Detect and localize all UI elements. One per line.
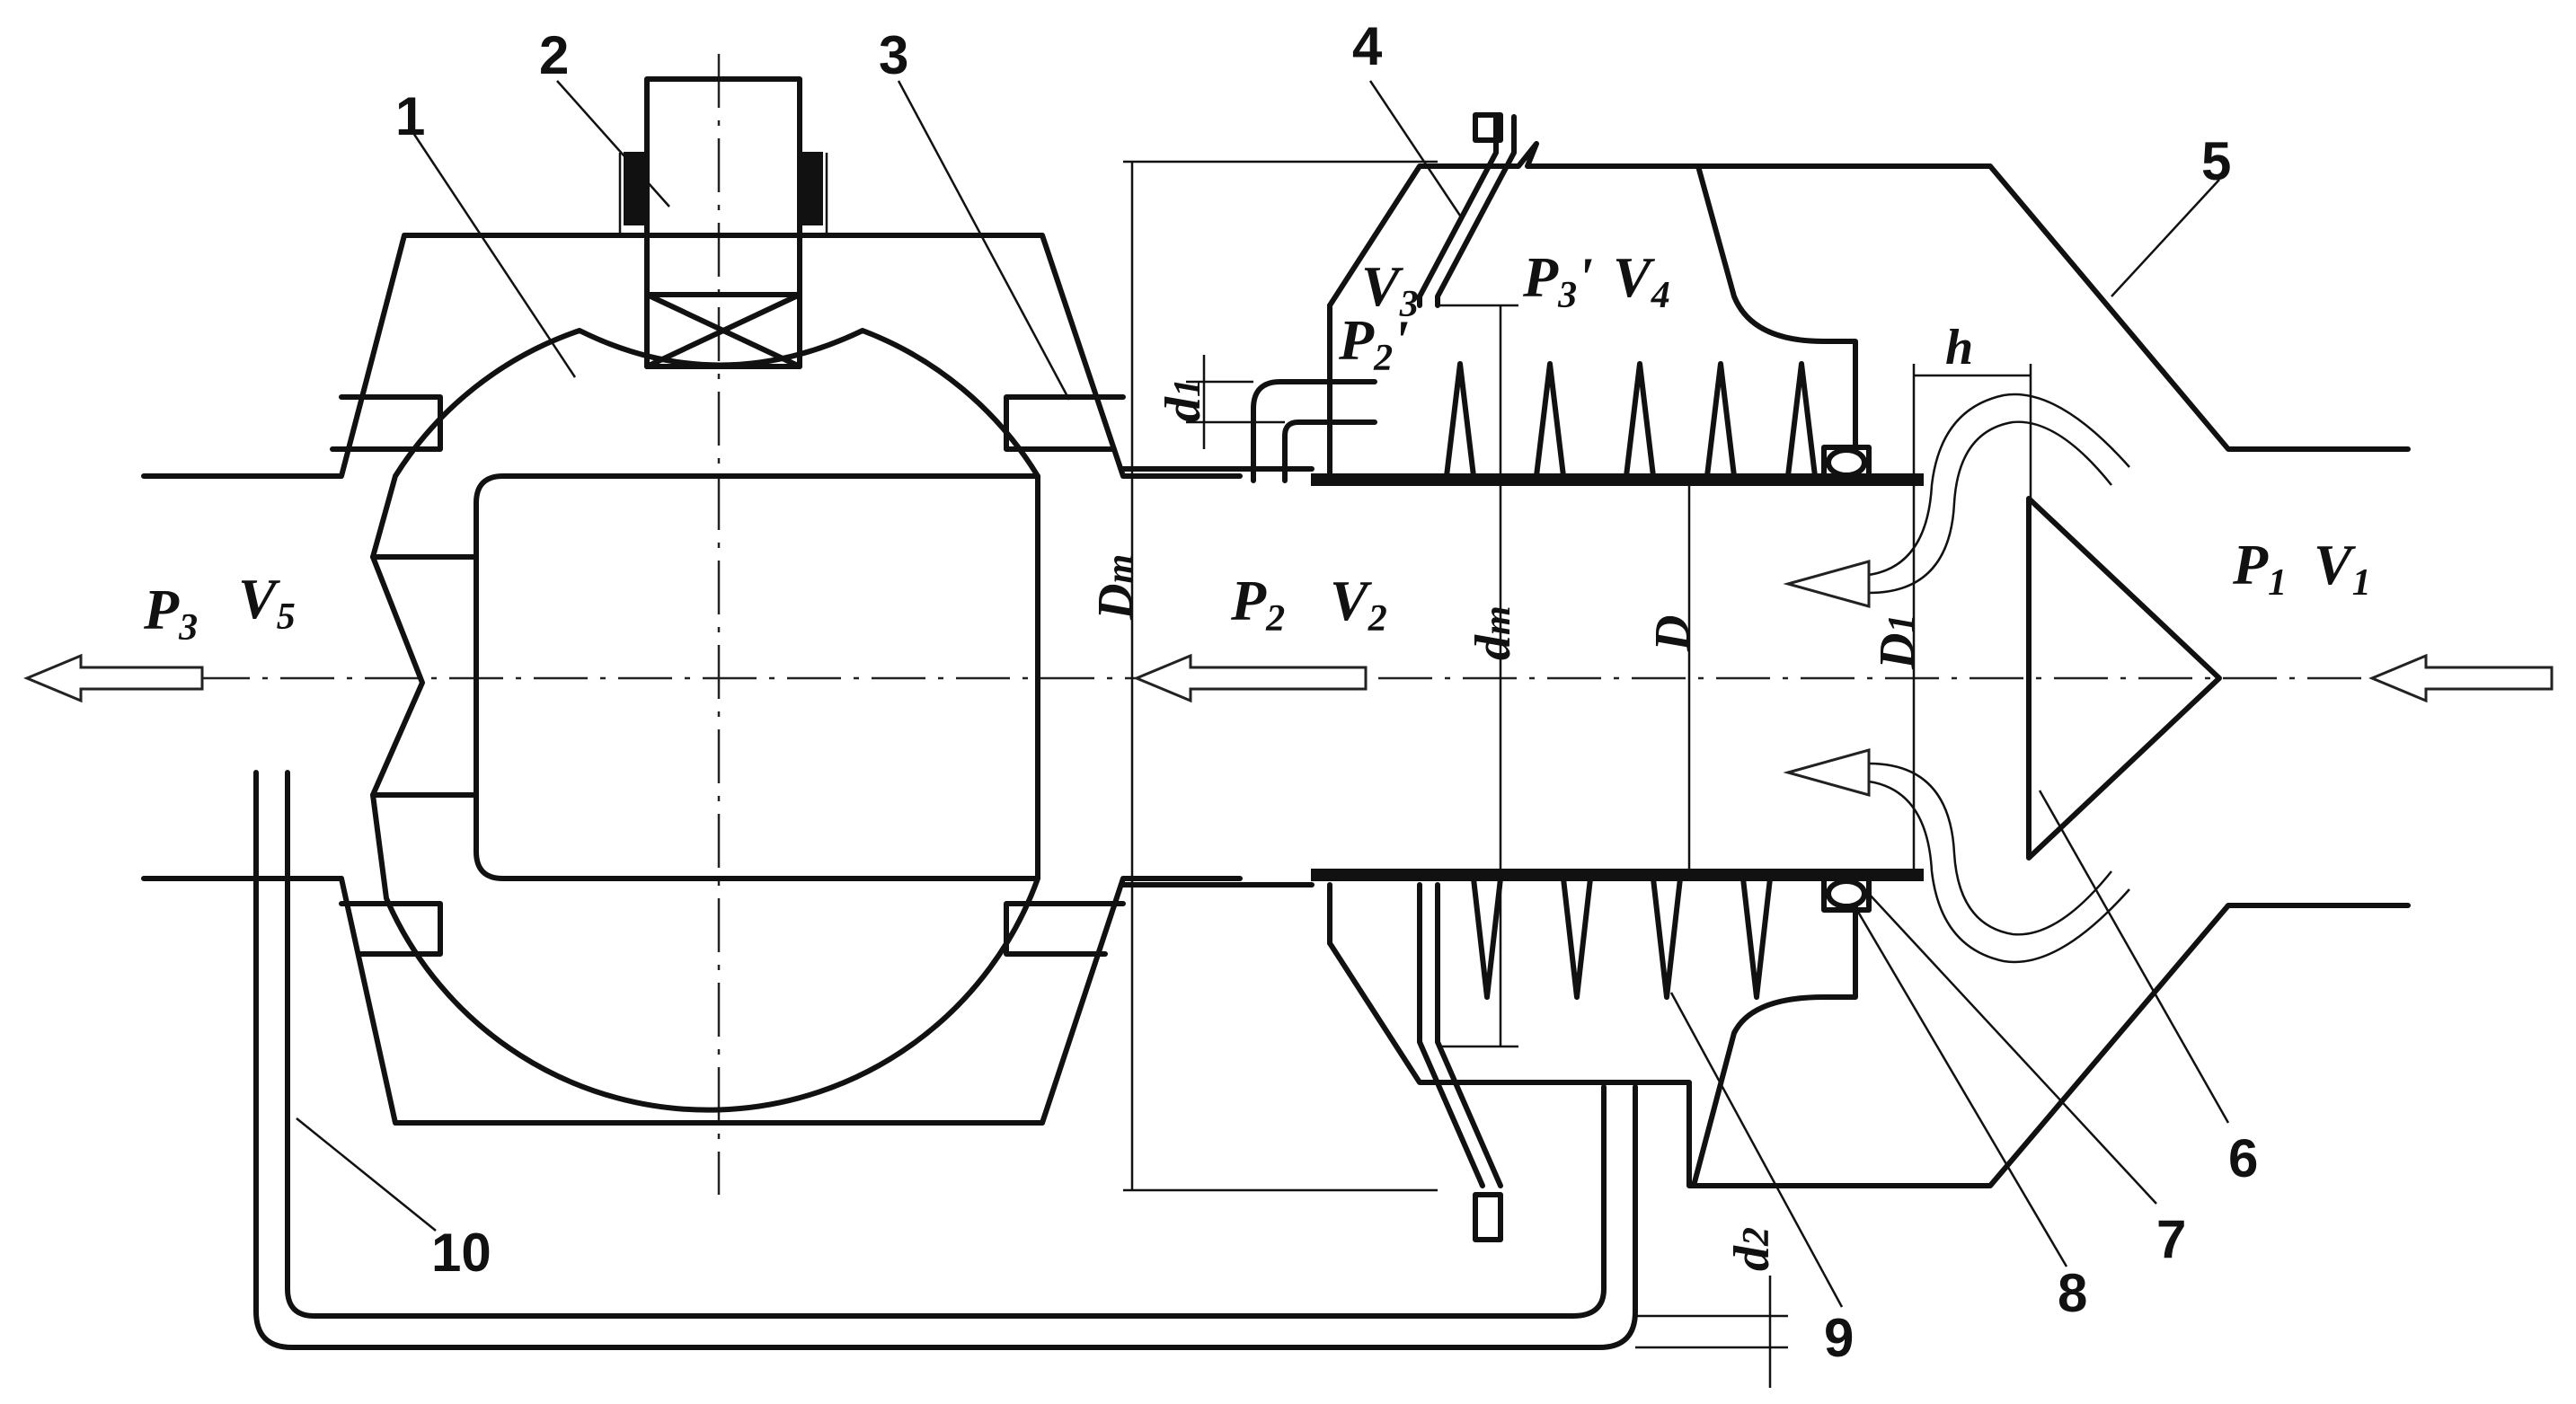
axis-flow-arrows (23, 653, 2554, 703)
leader-lines (296, 80, 2230, 1308)
part-number-5: 5 (2201, 131, 2231, 191)
label-p2-prime: P2' (1338, 308, 1409, 379)
flow-labels: P3 V5 P2 V2 P1 V1 V3 P3' V4 P2' (143, 245, 2371, 649)
part-number-4: 4 (1352, 16, 1383, 76)
dim-label-dm: dm (1465, 605, 1521, 660)
impulse-pipe-d1 (1251, 379, 1377, 483)
part-number-2: 2 (539, 25, 569, 85)
center-lines (27, 54, 2552, 1195)
part-number-1: 1 (395, 86, 425, 146)
valve-stem (618, 76, 828, 369)
dim-label-d1: d1 (1155, 378, 1211, 422)
left-valve-housing (141, 233, 1243, 1126)
o-rings (1821, 445, 1872, 913)
label-v4: V4 (1613, 245, 1670, 316)
part-numbers: 1 2 3 4 5 6 7 8 9 10 (395, 16, 2258, 1368)
regulator-housing (1327, 141, 2411, 1188)
label-p3-prime: P3' (1522, 245, 1593, 316)
sleeve-and-spring (1311, 361, 1924, 1000)
label-v2: V2 (1330, 569, 1387, 640)
flow-cone (2026, 496, 2222, 861)
middle-pipe (1120, 466, 1315, 887)
dim-label-D: D (1645, 615, 1701, 652)
ball-plug (370, 328, 1040, 1113)
dim-label-d2: d2 (1724, 1227, 1780, 1271)
dimension-lines (1123, 160, 2032, 1388)
dimension-labels: Dm dm D D1 d1 d2 h (1088, 320, 1973, 1271)
label-v3: V3 (1361, 254, 1419, 325)
part-number-6: 6 (2228, 1128, 2258, 1188)
label-v1: V1 (2314, 533, 2371, 604)
part-number-10: 10 (431, 1223, 491, 1283)
label-p2: P2 (1230, 569, 1285, 640)
dim-label-h: h (1945, 320, 1973, 375)
label-p1: P1 (2232, 533, 2287, 604)
dim-label-Dm: Dm (1088, 554, 1144, 621)
part-number-8: 8 (2058, 1263, 2087, 1323)
label-p3: P3 (143, 578, 198, 649)
label-v5: V5 (238, 567, 296, 638)
diaphragm (1417, 112, 1517, 1242)
return-pipe (253, 770, 1638, 1350)
part-number-9: 9 (1824, 1308, 1854, 1368)
dim-label-D1: D1 (1870, 614, 1925, 670)
part-number-3: 3 (879, 25, 908, 85)
part-number-7: 7 (2156, 1209, 2186, 1269)
